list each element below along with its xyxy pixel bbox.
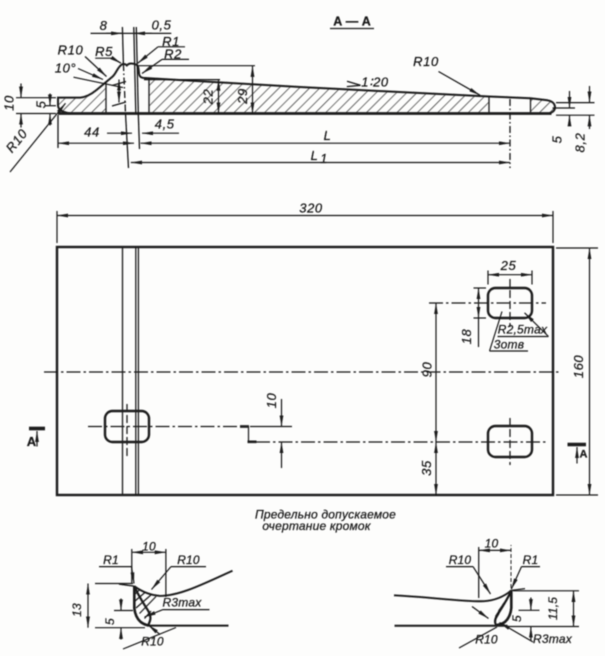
svg-text:1: 1 xyxy=(320,151,328,166)
svg-text:R10: R10 xyxy=(58,43,84,58)
svg-text:320: 320 xyxy=(299,201,323,216)
svg-text:5: 5 xyxy=(34,100,49,108)
svg-text:R1: R1 xyxy=(103,553,119,567)
svg-text:10°: 10° xyxy=(55,61,76,76)
svg-text:1∶20: 1∶20 xyxy=(361,74,389,89)
svg-text:25: 25 xyxy=(500,258,517,273)
svg-text:Предельно допускаемое: Предельно допускаемое xyxy=(255,508,396,522)
svg-text:5: 5 xyxy=(550,135,565,143)
svg-text:10: 10 xyxy=(485,537,499,551)
svg-text:R3max: R3max xyxy=(162,596,202,610)
svg-text:R10: R10 xyxy=(475,633,498,647)
svg-text:R1: R1 xyxy=(162,34,180,49)
svg-text:R2: R2 xyxy=(164,46,182,61)
svg-text:11,5: 11,5 xyxy=(546,597,560,620)
svg-text:90: 90 xyxy=(420,362,435,378)
svg-text:8,2: 8,2 xyxy=(573,132,588,152)
svg-text:А: А xyxy=(580,449,588,461)
svg-text:L: L xyxy=(324,128,332,143)
svg-text:44: 44 xyxy=(84,125,100,140)
svg-text:10: 10 xyxy=(264,393,279,409)
svg-text:10: 10 xyxy=(142,540,156,554)
svg-text:13: 13 xyxy=(70,603,84,617)
svg-text:А — А: А — А xyxy=(333,15,371,29)
svg-text:R10: R10 xyxy=(449,553,472,567)
svg-text:R5: R5 xyxy=(95,44,113,59)
svg-text:3отв: 3отв xyxy=(494,338,524,352)
svg-text:5: 5 xyxy=(510,615,524,622)
svg-text:4,5: 4,5 xyxy=(155,117,175,132)
svg-text:R3max: R3max xyxy=(533,632,573,646)
svg-text:R10: R10 xyxy=(141,635,164,649)
svg-text:очертание кромок: очертание кромок xyxy=(262,519,371,533)
svg-text:10: 10 xyxy=(2,95,17,111)
svg-text:L: L xyxy=(311,148,319,163)
svg-text:R10: R10 xyxy=(413,54,439,69)
svg-text:35: 35 xyxy=(419,460,434,476)
svg-text:29: 29 xyxy=(235,88,250,105)
svg-text:R1: R1 xyxy=(523,553,539,567)
svg-text:0,5: 0,5 xyxy=(152,18,172,33)
svg-text:160: 160 xyxy=(571,355,586,379)
svg-text:R10: R10 xyxy=(177,553,200,567)
svg-text:22: 22 xyxy=(201,89,216,106)
svg-text:R2,5max: R2,5max xyxy=(498,323,548,337)
svg-text:8: 8 xyxy=(100,18,108,33)
svg-text:А: А xyxy=(27,434,37,449)
svg-text:18: 18 xyxy=(459,329,474,345)
svg-text:5: 5 xyxy=(103,618,117,625)
